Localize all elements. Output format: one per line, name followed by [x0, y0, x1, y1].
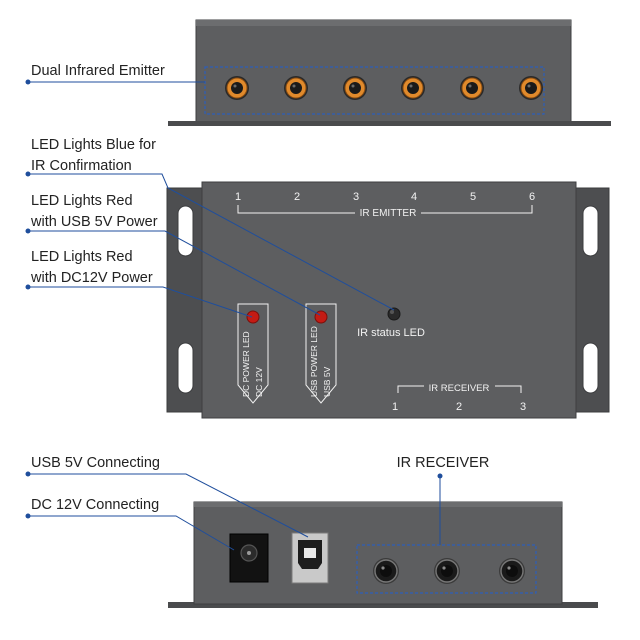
- receiver-jack-icon: [373, 558, 399, 584]
- emitter-jack-icon: [343, 76, 367, 100]
- emitter-jack-row: [225, 76, 543, 100]
- callout-line: [28, 173, 395, 311]
- emitter-number: 2: [294, 191, 300, 203]
- callout-led-blue-line2: IR Confirmation: [31, 158, 132, 174]
- jack-glint: [233, 84, 237, 88]
- ir-emitter-label: IR EMITTER: [360, 208, 417, 219]
- callout-dual-infrared-emitter-text: Dual Infrared Emitter: [31, 63, 165, 79]
- receiver-highlight-box: [356, 544, 537, 594]
- callout-line: [28, 473, 309, 538]
- jack-hole: [231, 82, 243, 94]
- callout-line: [28, 286, 253, 318]
- callout-usb-connecting: USB 5V Connecting: [25, 455, 309, 538]
- device-front-flange: [168, 121, 611, 126]
- front-view-emitter-panel: [168, 19, 611, 126]
- emitter-number: 4: [411, 191, 417, 203]
- callout-led-blue-line1: LED Lights Blue for: [31, 137, 156, 153]
- jack-hole: [290, 82, 302, 94]
- callout-line: [28, 230, 321, 316]
- led-glint: [390, 310, 394, 314]
- dc-led-tag: [237, 303, 269, 404]
- jack-hole: [466, 82, 478, 94]
- usb-5v-text: USB 5V: [322, 366, 332, 397]
- receiver-jack-icon: [434, 558, 460, 584]
- jack-glint: [468, 84, 472, 88]
- ir-receiver-top-label: IR RECEIVER: [429, 383, 490, 394]
- back-view-connector-panel: [168, 501, 598, 608]
- jack-hole: [407, 82, 419, 94]
- jack-glint: [409, 84, 413, 88]
- ir-status-led-label: IR status LED: [357, 327, 425, 339]
- callout-ir-receiver-text: IR RECEIVER: [397, 455, 490, 471]
- emitter-number: 6: [529, 191, 535, 203]
- callout-dc-connecting: DC 12V Connecting: [25, 497, 235, 551]
- jack-glint: [381, 566, 385, 570]
- emitter-highlight-box: [204, 66, 545, 115]
- device-back-top-edge: [194, 502, 562, 507]
- emitter-number: 5: [470, 191, 476, 203]
- receiver-label-bg: [424, 381, 495, 393]
- emitter-number-row: 1 2 3 4 5 6: [235, 191, 535, 203]
- device-front-top-edge: [196, 20, 571, 26]
- callout-dual-infrared-emitter: Dual Infrared Emitter: [25, 63, 205, 85]
- mounting-slot-icon: [177, 205, 194, 257]
- mounting-slot-icon: [177, 342, 194, 394]
- mounting-slot-icon: [582, 342, 599, 394]
- usb-b-port-icon: [291, 532, 329, 584]
- callout-led-red-usb: LED Lights Red with USB 5V Power: [25, 193, 321, 316]
- callout-led-blue: LED Lights Blue for IR Confirmation: [25, 137, 395, 311]
- emitter-label-bg: [355, 205, 421, 219]
- emitter-jack-icon: [519, 76, 543, 100]
- callout-led-red-usb-line2: with USB 5V Power: [30, 214, 158, 230]
- led-icon: [246, 310, 260, 324]
- emitter-jack-icon: [284, 76, 308, 100]
- callout-led-red-usb-line1: LED Lights Red: [31, 193, 133, 209]
- receiver-number: 1: [392, 401, 398, 413]
- callout-ir-receiver: IR RECEIVER: [397, 455, 490, 545]
- jack-glint: [527, 84, 531, 88]
- dc-jack-pin: [247, 551, 251, 555]
- usb-led-tag: [305, 303, 337, 404]
- mounting-slot-icon: [582, 205, 599, 257]
- top-view-panel: 1 2 3 4 5 6 IR EMITTER IR status LED DC POWER…: [166, 181, 610, 419]
- jack-glint: [351, 84, 355, 88]
- jack-hole: [525, 82, 537, 94]
- callout-led-red-dc: LED Lights Red with DC12V Power: [25, 249, 253, 318]
- callout-dc-connecting-text: DC 12V Connecting: [31, 497, 159, 513]
- receiver-number: 2: [456, 401, 462, 413]
- usb-b-tongue: [304, 548, 316, 558]
- emitter-jack-icon: [401, 76, 425, 100]
- jack-glint: [507, 566, 511, 570]
- emitter-jack-icon: [225, 76, 249, 100]
- dc-12v-text: DC 12V: [254, 367, 264, 397]
- receiver-number-row: 1 2 3: [392, 401, 526, 413]
- receiver-jack-row: [373, 558, 525, 584]
- usb-power-led-text: USB POWER LED: [309, 326, 319, 397]
- jack-glint: [442, 566, 446, 570]
- callout-line: [28, 515, 235, 551]
- dc-power-led-text: DC POWER LED: [241, 331, 251, 397]
- receiver-number: 3: [520, 401, 526, 413]
- emitter-jack-icon: [460, 76, 484, 100]
- jack-hole: [506, 565, 518, 577]
- callout-led-red-dc-line1: LED Lights Red: [31, 249, 133, 265]
- emitter-number: 3: [353, 191, 359, 203]
- device-front-body: [195, 19, 572, 125]
- callout-usb-connecting-text: USB 5V Connecting: [31, 455, 160, 471]
- jack-hole: [349, 82, 361, 94]
- device-back-flange: [168, 602, 598, 608]
- jack-hole: [441, 565, 453, 577]
- jack-hole: [380, 565, 392, 577]
- emitter-number: 1: [235, 191, 241, 203]
- dc-jack-icon: [229, 533, 269, 583]
- receiver-jack-icon: [499, 558, 525, 584]
- jack-glint: [292, 84, 296, 88]
- callout-led-red-dc-line2: with DC12V Power: [30, 270, 153, 286]
